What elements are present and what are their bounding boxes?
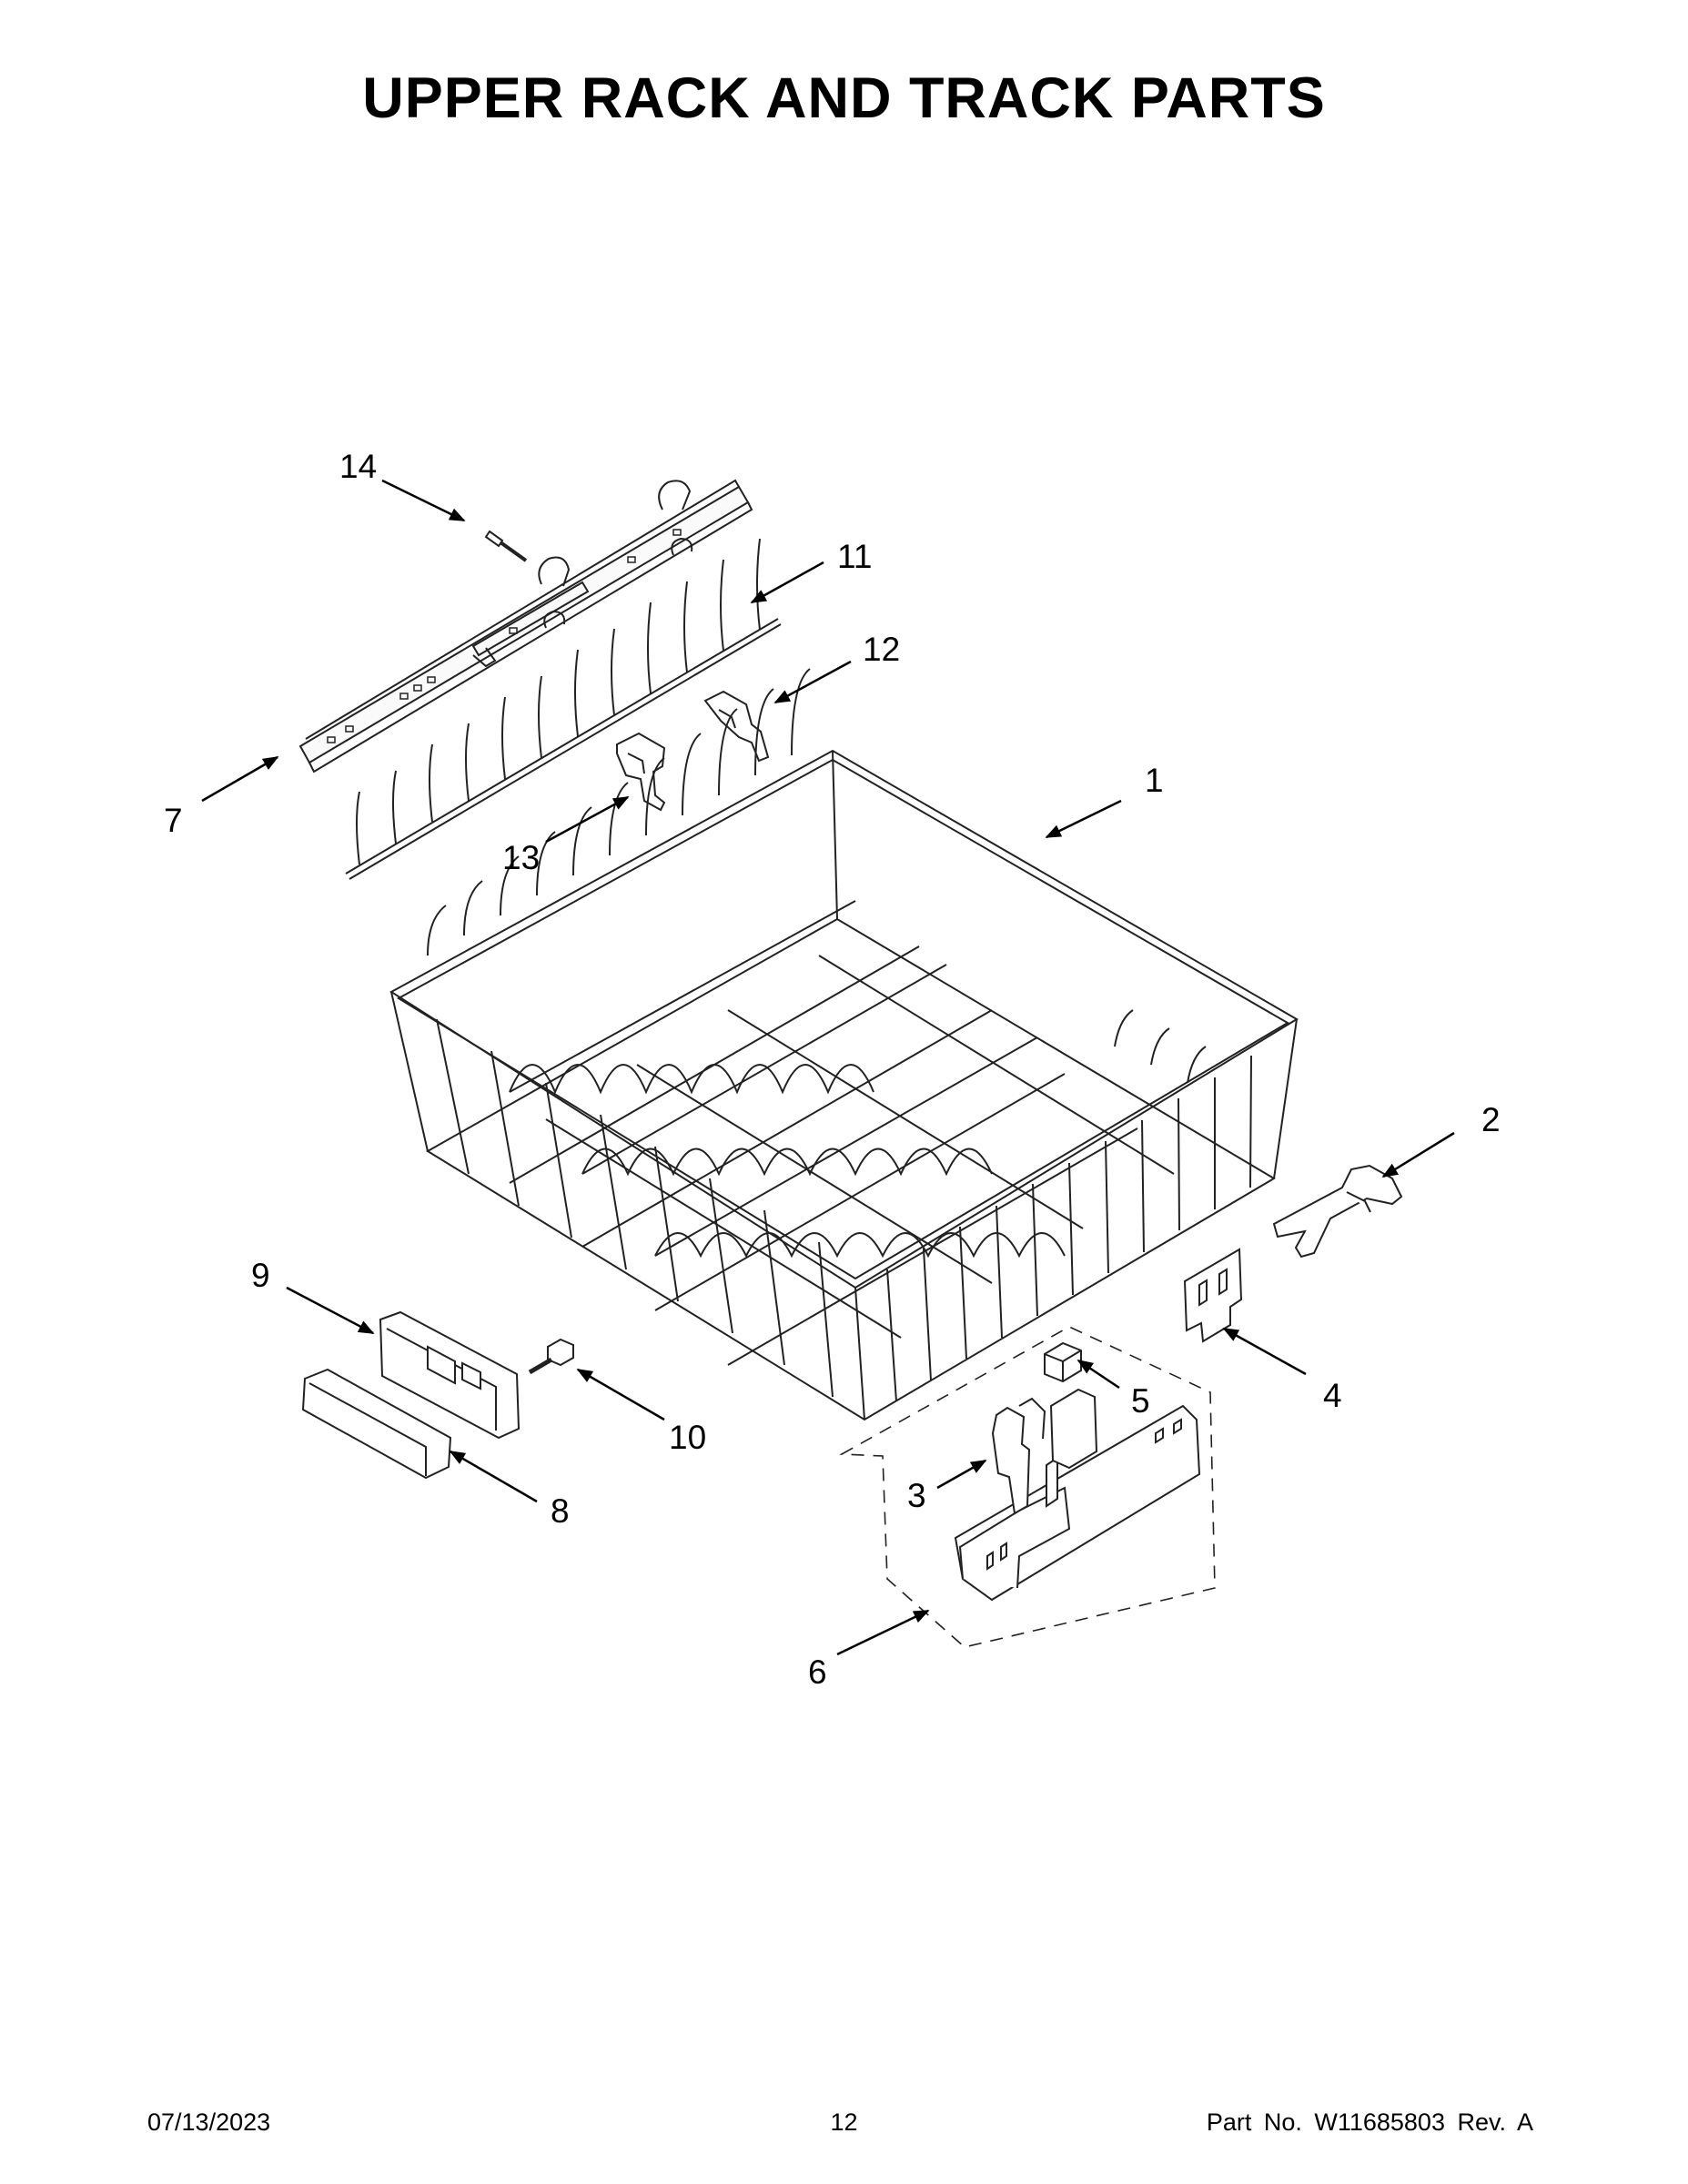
callout-8: 8 [551, 1492, 570, 1530]
callout-2: 2 [1481, 1101, 1501, 1138]
callout-11: 11 [837, 538, 872, 575]
callout-7: 7 [164, 802, 183, 839]
track-rail [298, 479, 753, 774]
callout-labels: 1 2 3 4 5 6 7 8 9 10 11 12 13 14 [164, 448, 1501, 1691]
adjuster-assembly [839, 1326, 1216, 1648]
clip-part-12 [703, 690, 770, 763]
tine-row [345, 538, 782, 880]
callout-14: 14 [339, 448, 377, 485]
callout-1: 1 [1145, 762, 1164, 799]
screw-part-14 [484, 530, 528, 562]
upper-rack-basket [389, 668, 1299, 1421]
callout-10: 10 [669, 1419, 706, 1456]
callout-6: 6 [808, 1653, 827, 1691]
callout-3: 3 [907, 1477, 926, 1514]
footer-date: 07/13/2023 [147, 2108, 271, 2136]
clip-part-13 [616, 732, 666, 812]
callout-12: 12 [863, 631, 900, 668]
page-title: UPPER RACK AND TRACK PARTS [362, 66, 1326, 130]
latch-part-2 [1272, 1164, 1403, 1259]
handle-group [301, 1310, 574, 1480]
footer-part-number: Part No. W11685803 Rev. A [1206, 2108, 1533, 2136]
callout-9: 9 [251, 1257, 270, 1294]
leader-lines [201, 479, 1455, 1656]
footer-page-number: 12 [830, 2108, 858, 2136]
bracket-part-4 [1183, 1248, 1243, 1343]
callout-4: 4 [1323, 1377, 1342, 1414]
callout-13: 13 [502, 839, 540, 876]
callout-5: 5 [1131, 1382, 1150, 1420]
